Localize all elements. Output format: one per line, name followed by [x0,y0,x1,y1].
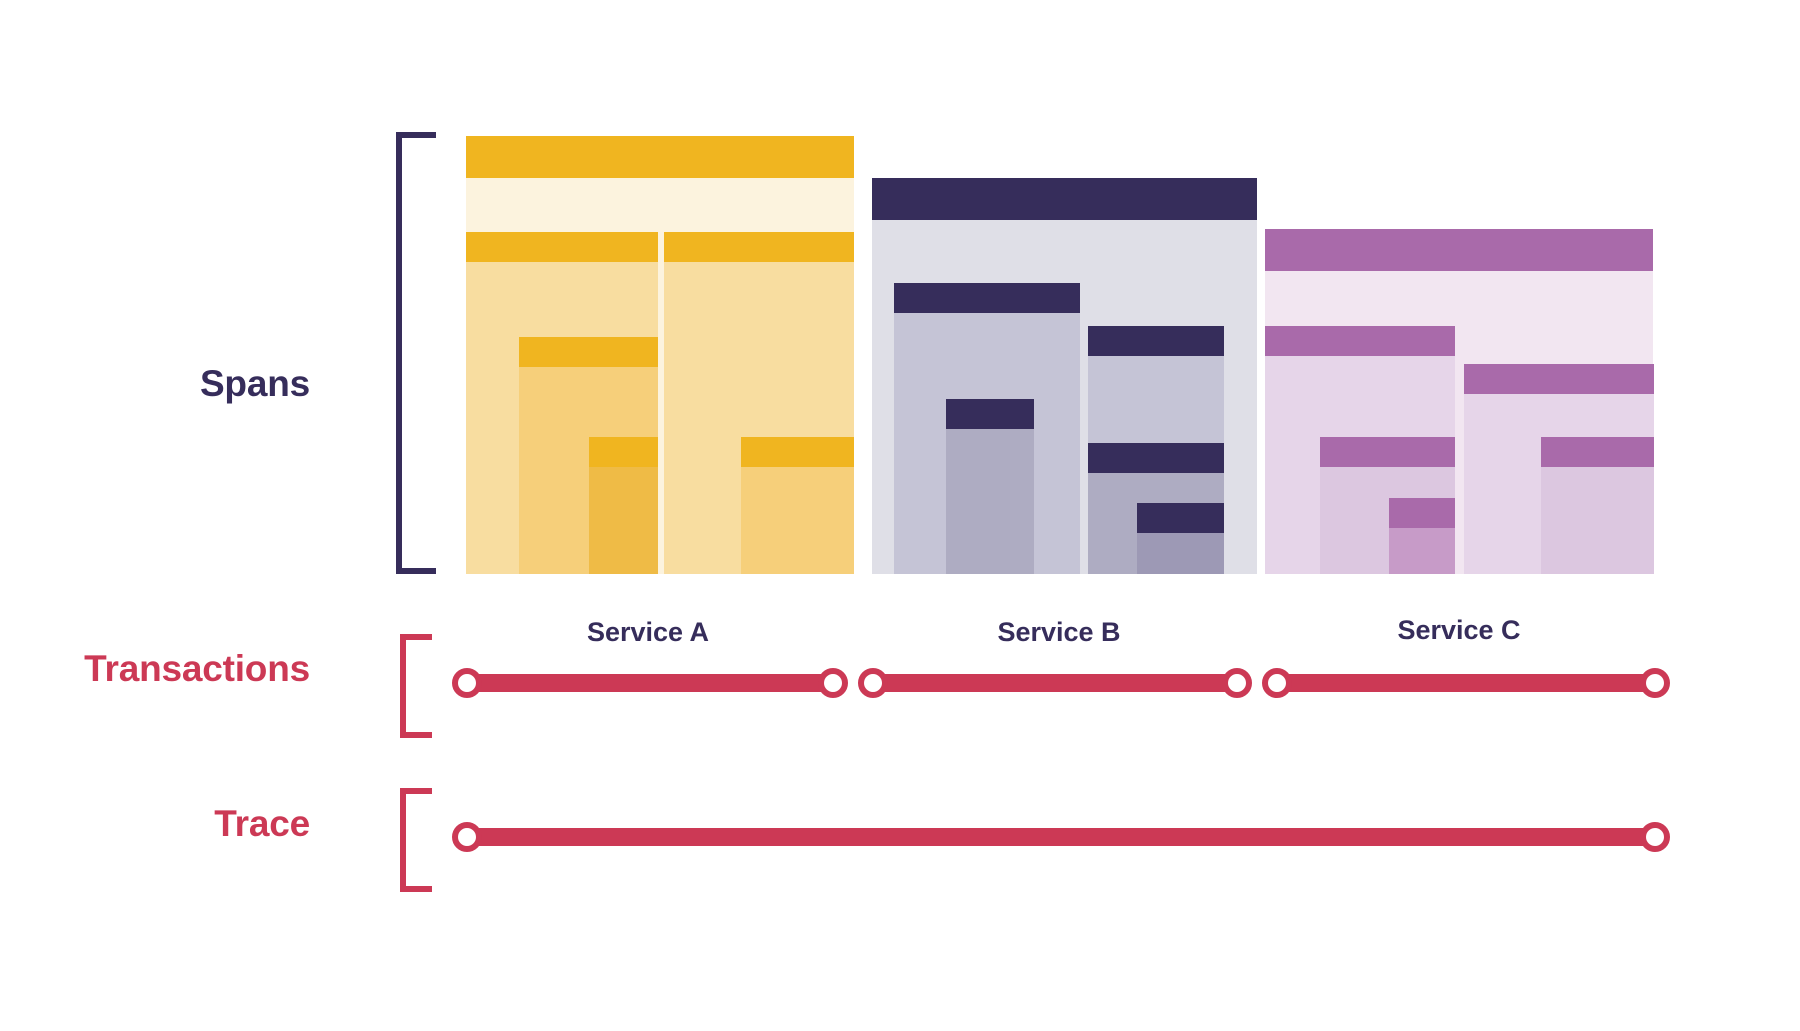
transaction-b-start-node[interactable] [858,668,888,698]
span-head-a-span-4 [589,437,658,467]
transaction-a[interactable] [466,674,833,692]
transaction-b-end-node[interactable] [1222,668,1252,698]
span-head-a-span-2 [466,232,658,262]
span-head-a-span-3 [519,337,658,367]
span-head-b-span-5 [1088,443,1224,473]
transaction-c-start-node[interactable] [1262,668,1292,698]
bracket-spans [396,132,436,574]
span-b-span-6[interactable] [1137,503,1224,574]
span-head-c-span-5 [1464,364,1654,394]
transaction-a-end-node[interactable] [818,668,848,698]
row-label-spans: Spans [199,363,310,404]
transaction-c[interactable] [1276,674,1654,692]
span-head-a-span-6 [741,437,854,467]
span-b-span-3[interactable] [946,399,1034,574]
span-head-c-span-2 [1265,326,1455,356]
service-caption-b: Service B [997,617,1121,647]
span-head-a-span-1 [466,136,854,178]
transaction-a-start-node[interactable] [452,668,482,698]
span-head-c-span-1 [1265,229,1653,271]
span-head-c-span-3 [1320,437,1455,467]
trace-start-node[interactable] [452,822,482,852]
row-label-trace: Trace [214,803,310,844]
span-a-span-4[interactable] [589,437,658,574]
span-head-b-span-4 [1088,326,1224,356]
span-head-b-span-3 [946,399,1034,429]
span-head-b-span-6 [1137,503,1224,533]
span-c-span-6[interactable] [1541,437,1654,574]
transaction-b[interactable] [872,674,1237,692]
trace-line[interactable] [466,828,1654,846]
span-a-span-6[interactable] [741,437,854,574]
span-head-c-span-6 [1541,437,1654,467]
span-head-a-span-5 [664,232,854,262]
service-caption-c: Service C [1397,615,1521,645]
span-head-c-span-4 [1389,498,1455,528]
transaction-c-end-node[interactable] [1640,668,1670,698]
service-caption-a: Service A [586,617,710,647]
bracket-transactions [400,634,432,738]
span-c-span-4[interactable] [1389,498,1455,574]
bracket-trace [400,788,432,892]
row-label-transactions: Transactions [84,648,310,689]
span-head-b-span-1 [872,178,1257,220]
span-head-b-span-2 [894,283,1080,313]
trace-end-node[interactable] [1640,822,1670,852]
